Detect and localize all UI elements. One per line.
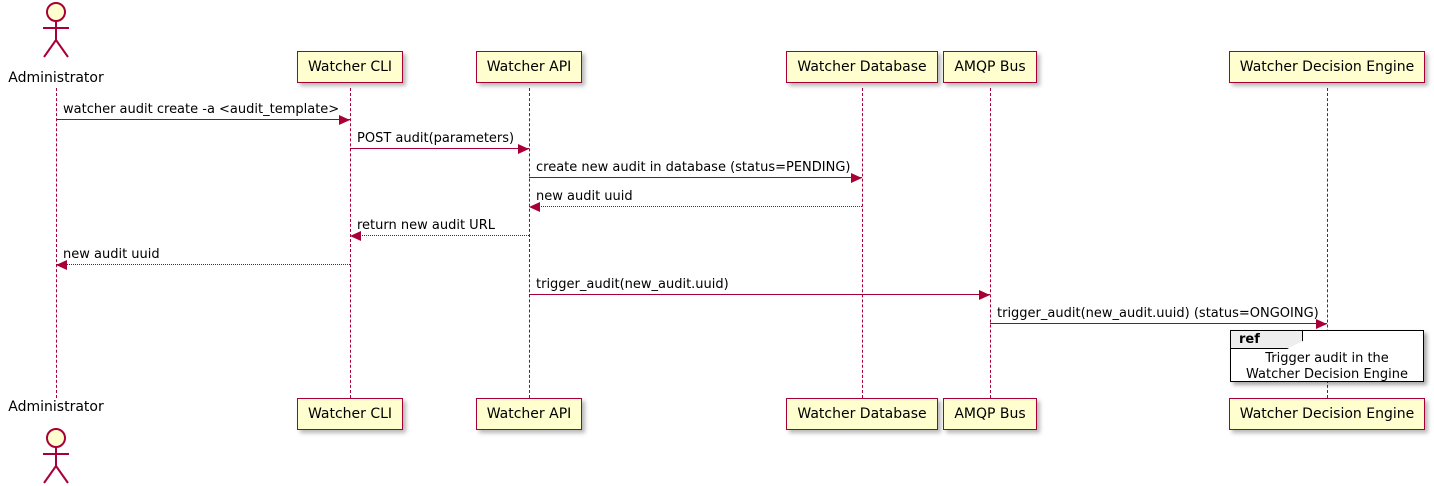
lifeline-watcher-database — [862, 88, 863, 398]
participant-watcher-database-top[interactable]: Watcher Database — [786, 51, 938, 83]
participant-label-administrator-top: Administrator — [8, 70, 104, 86]
arrowhead-m6 — [56, 259, 67, 270]
message-line-m1 — [56, 119, 350, 120]
message-line-m5 — [350, 235, 529, 236]
ref-fragment-tab: ref — [1231, 331, 1303, 349]
message-label-m7: trigger_audit(new_audit.uuid) — [536, 277, 729, 292]
message-line-m7 — [529, 294, 990, 295]
participant-watcher-database-bottom[interactable]: Watcher Database — [786, 398, 938, 430]
ref-fragment-body: Trigger audit in the Watcher Decision En… — [1246, 351, 1408, 382]
message-line-m3 — [529, 177, 862, 178]
message-label-m2: POST audit(parameters) — [357, 131, 515, 146]
participant-watcher-decision-engine-top[interactable]: Watcher Decision Engine — [1228, 51, 1426, 83]
participant-watcher-cli-bottom[interactable]: Watcher CLI — [296, 398, 404, 430]
message-line-m6 — [56, 264, 350, 265]
lifeline-amqp-bus — [990, 88, 991, 398]
participant-label-administrator-bottom: Administrator — [8, 399, 104, 415]
message-label-m3: create new audit in database (status=PEN… — [536, 160, 851, 175]
participant-watcher-decision-engine-bottom[interactable]: Watcher Decision Engine — [1228, 398, 1426, 430]
arrowhead-m4 — [529, 201, 540, 212]
arrowhead-m8 — [1316, 318, 1327, 329]
message-line-m4 — [529, 206, 862, 207]
actor-administrator-bottom — [36, 428, 76, 484]
participant-watcher-api-top[interactable]: Watcher API — [475, 51, 583, 83]
message-label-m1: watcher audit create -a <audit_template> — [63, 102, 340, 117]
participant-watcher-cli-top[interactable]: Watcher CLI — [296, 51, 404, 83]
arrowhead-m3 — [851, 172, 862, 183]
message-label-m8: trigger_audit(new_audit.uuid) (status=ON… — [997, 306, 1319, 321]
lifeline-watcher-cli — [350, 88, 351, 398]
actor-administrator-top — [36, 2, 76, 58]
participant-amqp-bus-top[interactable]: AMQP Bus — [943, 51, 1037, 83]
message-line-m8 — [990, 323, 1327, 324]
message-label-m5: return new audit URL — [357, 218, 495, 233]
arrowhead-m7 — [979, 289, 990, 300]
lifeline-watcher-api — [529, 88, 530, 398]
message-label-m6: new audit uuid — [63, 247, 160, 262]
message-line-m2 — [350, 148, 529, 149]
arrowhead-m1 — [339, 114, 350, 125]
lifeline-watcher-decision-engine — [1327, 88, 1328, 398]
participant-watcher-api-bottom[interactable]: Watcher API — [475, 398, 583, 430]
arrowhead-m2 — [518, 143, 529, 154]
lifeline-administrator — [56, 88, 57, 398]
message-label-m4: new audit uuid — [536, 189, 633, 204]
arrowhead-m5 — [350, 230, 361, 241]
participant-amqp-bus-bottom[interactable]: AMQP Bus — [943, 398, 1037, 430]
